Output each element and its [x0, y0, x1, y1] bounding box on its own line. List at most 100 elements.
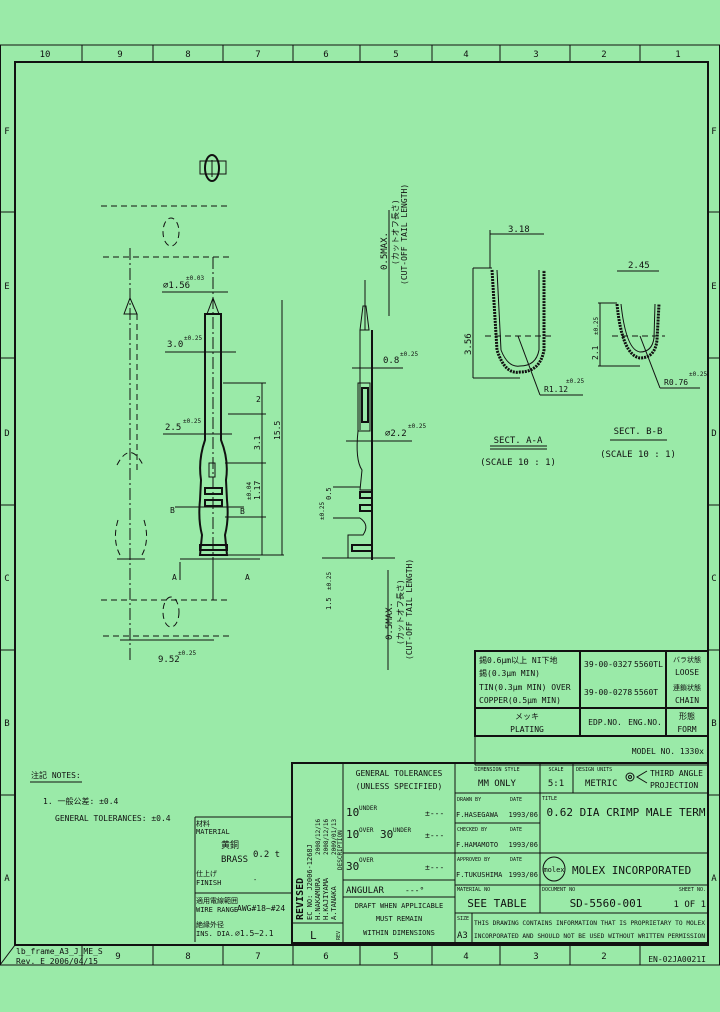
cutoff-note: (カットオフ長さ) [396, 579, 405, 645]
draft-note: DRAFT WHEN APPLICABLE [355, 902, 444, 910]
template-rev: Rev. E 2006/04/15 [16, 957, 98, 966]
note-line: GENERAL TOLERANCES: ±0.4 [55, 814, 171, 823]
row-label: F [711, 127, 716, 137]
units-value: METRIC [585, 779, 618, 789]
row-label: E [711, 282, 716, 292]
col-label: 8 [185, 50, 190, 60]
row-label: C [4, 574, 9, 584]
tol-row: 30 [380, 828, 393, 841]
doc-ref: EN-02JA0021I [648, 955, 706, 964]
dim-overall: 15.5 [273, 421, 282, 440]
col-label: 3 [533, 952, 538, 962]
section-marker-a: A [245, 573, 250, 582]
header-form: FORM [677, 725, 696, 734]
doc-no: SD-5560-001 [570, 897, 643, 910]
ins-dia-jp: 絶縁外径 [196, 920, 224, 929]
size-value: A3 [457, 931, 468, 941]
row-label: B [4, 719, 9, 729]
dim-tol: ±0.25 [326, 572, 333, 590]
plating-table: 錫0.6μm以上 NI下地 錫(0.3μm MIN) TIN(0.3μm MIN… [474, 650, 709, 766]
header-plating: PLATING [510, 725, 544, 734]
col-label: 4 [463, 50, 468, 60]
dim-9-52: 9.52 [158, 655, 180, 665]
date-label: DATE [510, 857, 522, 863]
dim-side-1-5: 1.5 [325, 597, 333, 610]
end-view-icon [199, 154, 227, 182]
dim-tol: ±0.25 [319, 502, 326, 520]
rev-approved: A.TANAKA [330, 885, 338, 920]
tol-sup: UNDER [359, 805, 377, 812]
wire-range-jp: 適用電線範囲 [196, 896, 238, 905]
tol-value: ±--- [425, 831, 444, 840]
col-label: 2 [601, 952, 606, 962]
row-labels: F E D C B A F E D C B A [4, 127, 717, 884]
col-label: 8 [185, 952, 190, 962]
tol-sup: UNDER [393, 827, 411, 834]
dimension-lines [120, 291, 284, 641]
cutoff-note: 0.5MAX. [385, 602, 395, 640]
approved-label: APPROVED BY [457, 857, 490, 863]
side-dimension-lines [346, 367, 412, 442]
cutoff-note: (CUT-OFF TAIL LENGTH) [400, 184, 409, 285]
main-dimension-text: ∅1.56 ±0.03 3.0 ±0.25 2.5 ±0.25 2 3.1 1.… [158, 275, 282, 665]
edp-cell: 39-00-0327 [584, 660, 632, 669]
section-b-radius: R0.76 [664, 378, 688, 387]
notes-title: 注記 NOTES: [31, 770, 81, 780]
cutoff-note: 0.5MAX. [380, 232, 390, 270]
col-label: 1 [675, 50, 680, 60]
col-label: 7 [255, 952, 260, 962]
rev-letter: L [310, 929, 317, 942]
dim-tol: ±0.25 [183, 418, 201, 425]
material-no: SEE TABLE [467, 897, 527, 910]
cutoff-note: (CUT-OFF TAIL LENGTH) [405, 559, 414, 660]
section-a-scale: (SCALE 10 : 1) [480, 458, 556, 468]
wire-range-label: WIRE RANGE [196, 906, 238, 914]
ecn-number: EC NO: J2006-1268J [306, 844, 314, 920]
ins-dia-value: ∅1.5~2.1 [235, 929, 274, 938]
eng-cell: 5560T [634, 688, 658, 697]
dim-3-1: 3.1 [253, 435, 262, 450]
col-label: 4 [463, 952, 468, 962]
scale-value: 5:1 [548, 779, 564, 789]
dim-tol: ±0.25 [689, 371, 707, 378]
tol-value: ±--- [425, 863, 444, 872]
date-label: DATE [510, 797, 522, 803]
size-label: SIZE [457, 916, 469, 922]
form-cell: LOOSE [675, 668, 699, 677]
dim-2-2: ∅2.2 [385, 429, 407, 439]
dim-tol: ±0.04 [246, 482, 253, 500]
angular-label: ANGULAR [346, 886, 385, 896]
tol-row: 10 [346, 828, 359, 841]
dim-style-label: DIMENSION STYLE [474, 767, 519, 773]
checked-by: F.HAMAMOTO [456, 841, 498, 849]
title-label: TITLE [542, 796, 557, 802]
dim-tol: ±0.25 [400, 351, 418, 358]
material-block: 材料 MATERIAL 黄銅 BRASS 0.2 t 仕上げ FINISH - … [194, 816, 292, 942]
finish-jp: 仕上げ [196, 869, 217, 878]
material-value: BRASS [221, 855, 248, 865]
column-labels-bottom: 9 8 7 6 5 4 3 2 [115, 952, 606, 962]
section-b-width: 2.45 [628, 261, 650, 271]
approved-date: 1993/06 [508, 871, 538, 879]
dim-tol: ±0.25 [566, 378, 584, 385]
col-label: 6 [323, 952, 328, 962]
tol-row: 10 [346, 806, 359, 819]
rev-label: REV [336, 931, 342, 940]
tol-sup: OVER [359, 857, 374, 864]
drawing-title: 0.62 DIA CRIMP MALE TERM [547, 806, 706, 819]
side-dimension-text: 0.8 ±0.25 ∅2.2 ±0.25 0.5 ±0.25 1.5 ±0.25… [319, 184, 426, 660]
header-plating-jp: メッキ [515, 712, 539, 721]
section-b-b: 2.45 2.1 ±0.25 R0.76 ±0.25 SECT. B-B (SC… [591, 261, 707, 460]
column-labels-top: 10 9 8 7 6 5 4 3 2 1 [40, 50, 681, 60]
tol-row: 30 [346, 860, 359, 873]
notes: 注記 NOTES: 1. 一般公差: ±0.4 GENERAL TOLERANC… [30, 770, 171, 823]
revised-label: REVISED [295, 878, 306, 920]
plating-cell: TIN(0.3μm MIN) OVER [479, 683, 571, 692]
projection-label: THIRD ANGLE [650, 769, 703, 778]
form-cell: 連鎖状態 [673, 683, 701, 692]
row-label: E [4, 282, 9, 292]
template-name: lb_frame_A3_J_ME_S [16, 947, 103, 956]
form-cell: バラ状態 [673, 655, 701, 664]
material-jp: 材料 [196, 819, 210, 828]
scale-label: SCALE [548, 767, 563, 773]
